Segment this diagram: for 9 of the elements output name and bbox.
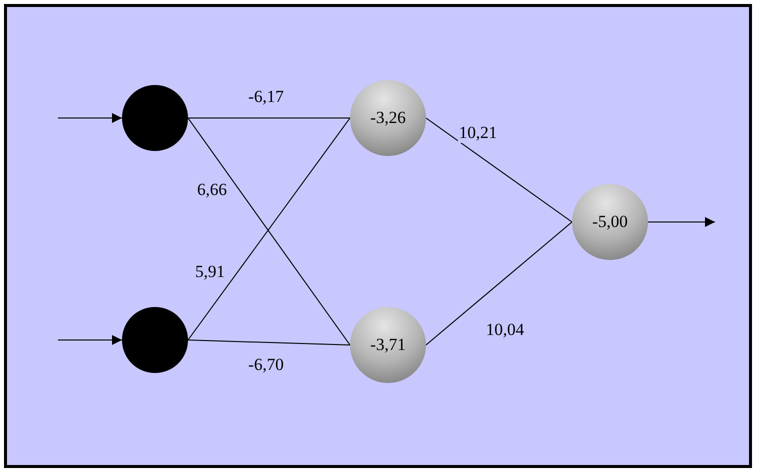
arrow (58, 113, 122, 123)
node-value: -3,26 (370, 108, 406, 128)
connection-line (426, 118, 572, 222)
node-value: -5,00 (592, 212, 628, 232)
node-value: -3,71 (370, 335, 406, 355)
connection-line (426, 222, 572, 346)
arrow (648, 217, 716, 227)
connection-line (188, 340, 350, 346)
arrow (58, 335, 122, 345)
